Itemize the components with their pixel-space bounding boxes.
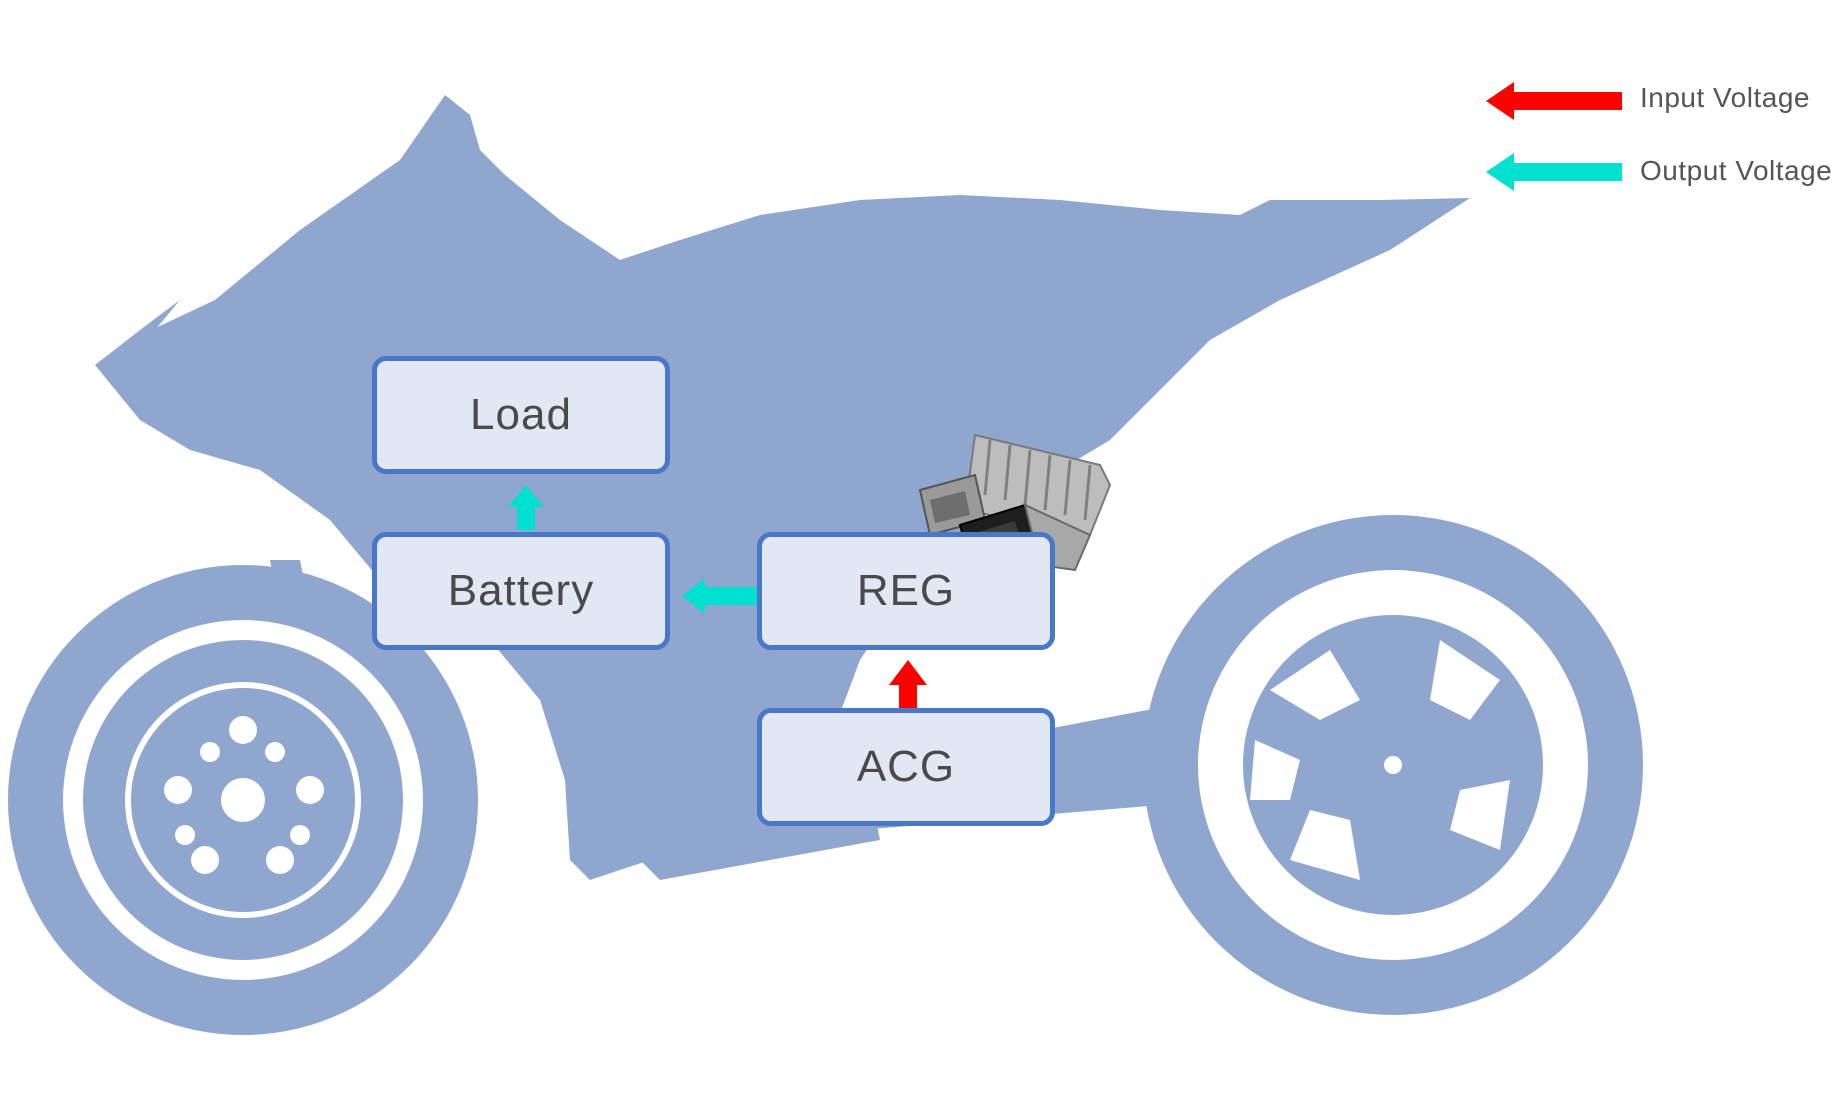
- arrow-acg-to-reg: [889, 660, 927, 711]
- load-block: Load: [372, 356, 670, 474]
- battery-label: Battery: [447, 566, 595, 615]
- legend-output-label: Output Voltage: [1640, 155, 1833, 186]
- load-label: Load: [470, 390, 572, 439]
- legend-input-label: Input Voltage: [1640, 82, 1810, 113]
- arrow-battery-to-load: [508, 485, 544, 530]
- legend-input-arrow: [1486, 82, 1622, 120]
- arrow-reg-to-battery: [682, 578, 757, 614]
- reg-block: REG: [757, 532, 1055, 650]
- legend-output-arrow: [1486, 153, 1622, 191]
- acg-block: ACG: [757, 708, 1055, 826]
- reg-label: REG: [856, 566, 956, 615]
- acg-label: ACG: [856, 742, 956, 791]
- battery-block: Battery: [372, 532, 670, 650]
